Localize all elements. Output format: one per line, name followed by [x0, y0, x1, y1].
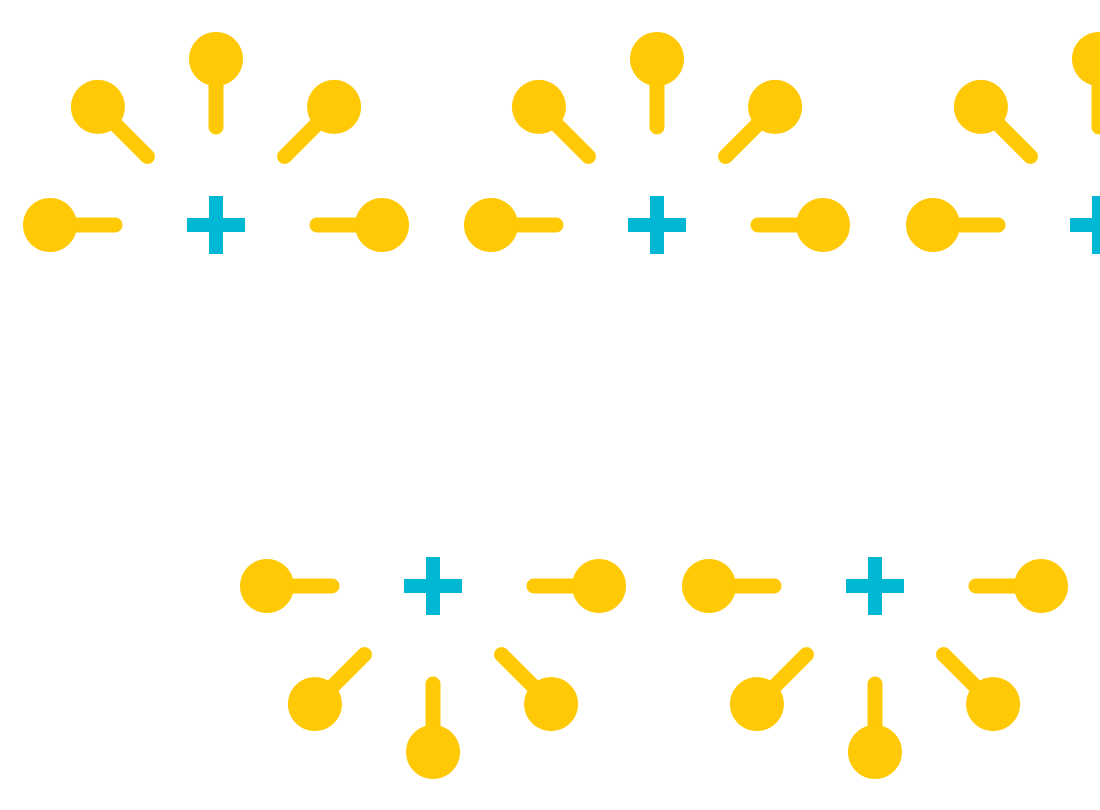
pin-icon-lower-left — [729, 647, 814, 732]
burst-up-2 — [464, 32, 850, 254]
pin-icon-upper-left — [70, 79, 155, 164]
pin-icon-upper-right — [277, 79, 362, 164]
pin-icon-top — [189, 32, 243, 135]
pin-icon-lower-left — [287, 647, 372, 732]
pin-icon-top — [630, 32, 684, 135]
burst-up-3 — [906, 32, 1100, 254]
pin-icon-left — [240, 559, 340, 613]
plus-icon — [846, 557, 904, 615]
burst-down-1 — [240, 557, 626, 779]
pin-icon-bottom — [406, 676, 460, 779]
plus-icon — [404, 557, 462, 615]
pin-icon-bottom — [848, 676, 902, 779]
plus-icon — [187, 196, 245, 254]
plus-icon — [1070, 196, 1100, 254]
pin-icon-upper-left — [511, 79, 596, 164]
pin-icon-left — [906, 198, 1006, 252]
pin-icon-left — [464, 198, 564, 252]
burst-up-1 — [23, 32, 409, 254]
pin-icon-top — [1072, 32, 1100, 135]
pin-icon-right — [968, 559, 1068, 613]
pin-icon-left — [23, 198, 123, 252]
pin-icon-lower-right — [936, 647, 1021, 732]
burst-down-2 — [682, 557, 1068, 779]
pin-icon-upper-right — [718, 79, 803, 164]
pin-icon-right — [309, 198, 409, 252]
pin-icon-upper-left — [953, 79, 1038, 164]
pin-icon-lower-right — [494, 647, 579, 732]
pin-icon-right — [526, 559, 626, 613]
plus-icon — [628, 196, 686, 254]
pin-icon-right — [750, 198, 850, 252]
pin-icon-left — [682, 559, 782, 613]
